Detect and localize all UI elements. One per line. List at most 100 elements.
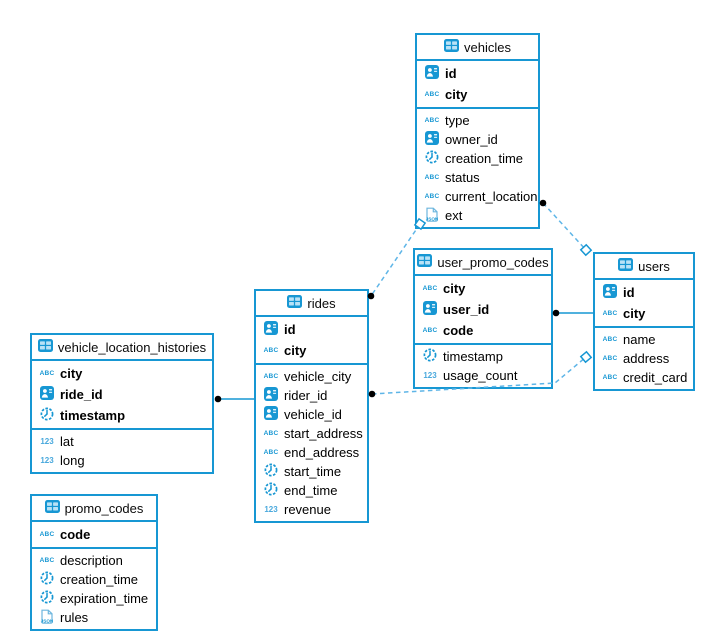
- field-row[interactable]: end_time: [256, 481, 367, 500]
- text-type-icon: ABC: [263, 373, 279, 380]
- table-icon: [287, 295, 303, 311]
- relationship-user_promo_codes-users[interactable]: [552, 309, 593, 317]
- field-row[interactable]: timestamp: [32, 405, 212, 426]
- field-name: city: [60, 366, 83, 381]
- table-header[interactable]: promo_codes: [32, 496, 156, 522]
- text-type-icon: ABC: [602, 310, 618, 317]
- relationship-line[interactable]: [542, 202, 587, 251]
- field-name: address: [623, 351, 670, 366]
- table-icon: [44, 500, 60, 516]
- uuid-type-icon: [423, 301, 437, 318]
- field-name: city: [284, 343, 307, 358]
- field-name: rider_id: [284, 388, 328, 403]
- relationship-square-marker: [579, 350, 593, 364]
- field-name: vehicle_city: [284, 369, 352, 384]
- field-row[interactable]: start_time: [256, 462, 367, 481]
- field-row[interactable]: vehicle_id: [256, 405, 367, 424]
- text-type-icon: ABC: [39, 370, 55, 377]
- table-header[interactable]: user_promo_codes: [415, 250, 551, 276]
- field-row[interactable]: owner_id: [417, 130, 538, 149]
- field-row[interactable]: creation_time: [417, 149, 538, 168]
- text-type-icon: ABC: [422, 327, 438, 334]
- field-name: current_location: [445, 189, 538, 204]
- text-type-icon: ABC: [39, 531, 55, 538]
- table-icon: [417, 254, 433, 270]
- json-type-icon: JSON: [40, 609, 54, 627]
- field-row[interactable]: ABC start_address: [256, 424, 367, 443]
- field-name: vehicle_id: [284, 407, 342, 422]
- uuid-type-icon: [425, 65, 439, 82]
- field-row[interactable]: timestamp: [415, 347, 551, 366]
- table-title: users: [638, 258, 670, 274]
- relationship-vehicles-users[interactable]: [539, 199, 593, 257]
- field-row[interactable]: ABC vehicle_city: [256, 367, 367, 386]
- field-name: end_time: [284, 483, 338, 498]
- field-row[interactable]: ride_id: [32, 384, 212, 405]
- field-row[interactable]: id: [417, 63, 538, 84]
- field-row[interactable]: ABC city: [32, 363, 212, 384]
- field-name: creation_time: [445, 151, 524, 166]
- field-name: timestamp: [60, 408, 126, 423]
- field-row[interactable]: rider_id: [256, 386, 367, 405]
- field-row[interactable]: user_id: [415, 299, 551, 320]
- table-header[interactable]: rides: [256, 291, 367, 317]
- number-type-icon: 123: [40, 437, 54, 446]
- uuid-type-icon: [425, 131, 439, 148]
- field-row[interactable]: creation_time: [32, 570, 156, 589]
- relationship-square-marker: [579, 243, 593, 257]
- table-header[interactable]: vehicle_location_histories: [32, 335, 212, 361]
- field-name: city: [443, 281, 466, 296]
- table-header[interactable]: users: [595, 254, 693, 280]
- field-name: usage_count: [443, 368, 518, 383]
- relationship-vehicle_location_histories-rides[interactable]: [214, 395, 254, 403]
- field-name: start_time: [284, 464, 342, 479]
- relationship-dot-marker: [552, 309, 560, 317]
- field-row[interactable]: id: [256, 319, 367, 340]
- field-name: city: [623, 306, 646, 321]
- relationship-dot-marker: [539, 199, 547, 207]
- field-row[interactable]: expiration_time: [32, 589, 156, 608]
- field-name: id: [445, 66, 457, 81]
- svg-text:JSON: JSON: [41, 618, 54, 623]
- field-name: start_address: [284, 426, 363, 441]
- clock-type-icon: [264, 482, 278, 499]
- field-row[interactable]: id: [595, 282, 693, 303]
- field-name: credit_card: [623, 370, 688, 385]
- uuid-type-icon: [264, 321, 278, 338]
- table-header[interactable]: vehicles: [417, 35, 538, 61]
- uuid-type-icon: [264, 406, 278, 423]
- json-type-icon: JSON: [425, 207, 439, 225]
- text-type-icon: ABC: [263, 430, 279, 437]
- field-row[interactable]: ABC city: [595, 303, 693, 324]
